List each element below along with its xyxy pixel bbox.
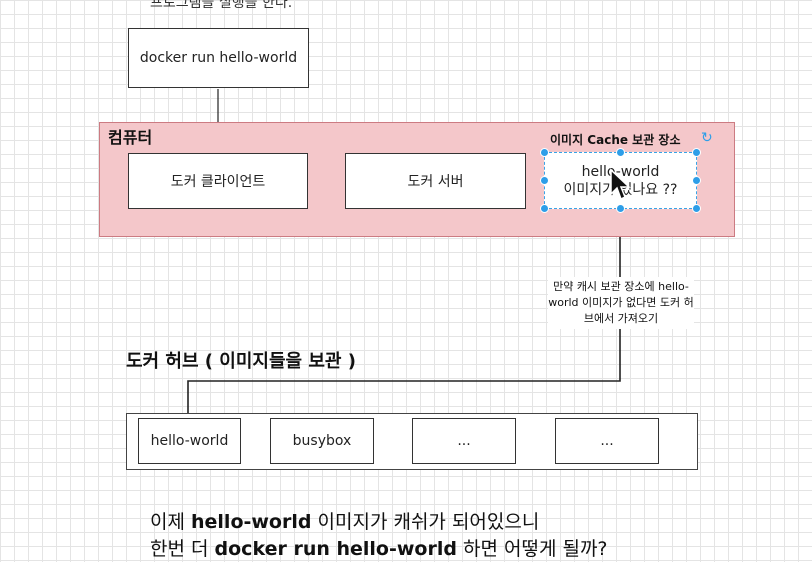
hub-image-placeholder[interactable]: ... [555,418,659,464]
cache-line-1: hello-world [581,163,660,180]
selection-handle[interactable] [692,148,701,157]
note-text: 만약 캐시 보관 장소에 hello-world 이미지가 없다면 도커 허브에… [548,277,694,329]
mouse-cursor-icon [610,168,631,201]
selection-handle[interactable] [540,148,549,157]
selection-handle[interactable] [616,204,625,213]
hub-image-placeholder[interactable]: ... [412,418,516,464]
docker-run-box[interactable]: docker run hello-world [128,28,309,88]
selection-handle[interactable] [616,148,625,157]
selection-handle[interactable] [692,176,701,185]
docker-server-box[interactable]: 도커 서버 [345,153,526,209]
hub-image-hello-world[interactable]: hello-world [138,418,241,464]
intro-text: 프로그램을 실행을 한다. [150,0,293,11]
computer-title: 컴퓨터 [108,128,153,147]
question-line-2: 한번 더 docker run hello-world 하면 어떻게 될까? [150,538,608,560]
selection-handle[interactable] [692,204,701,213]
refresh-icon[interactable]: ↻ [701,130,713,146]
docker-client-box[interactable]: 도커 클라이언트 [128,153,308,209]
hub-title: 도커 허브 ( 이미지들을 보관 ) [126,351,356,372]
selection-handle[interactable] [540,176,549,185]
question-line-1: 이제 hello-world 이미지가 캐쉬가 되어있으니 [150,511,540,533]
hub-image-busybox[interactable]: busybox [270,418,374,464]
selection-handle[interactable] [540,204,549,213]
cache-title: 이미지 Cache 보관 장소 [550,133,681,147]
